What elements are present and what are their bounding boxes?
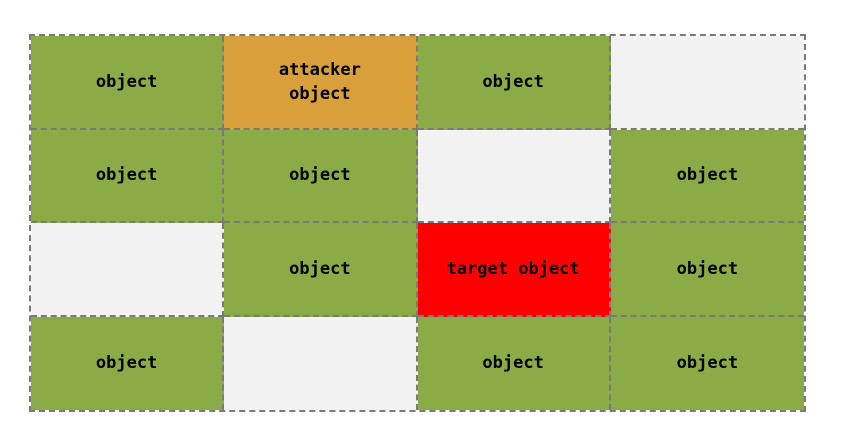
empty-cell xyxy=(224,316,418,410)
object-cell: object xyxy=(31,129,225,223)
object-cell: object xyxy=(417,316,611,410)
empty-cell xyxy=(417,129,611,223)
object-cell: object xyxy=(31,316,225,410)
object-cell: object xyxy=(610,223,804,317)
empty-cell xyxy=(31,223,225,317)
object-cell: object xyxy=(224,129,418,223)
attacker-object-cell: attacker object xyxy=(224,36,418,130)
object-cell: object xyxy=(224,223,418,317)
object-cell: object xyxy=(610,316,804,410)
target-object-cell: target object xyxy=(417,223,611,317)
object-cell: object xyxy=(417,36,611,130)
object-cell: object xyxy=(31,36,225,130)
object-cell: object xyxy=(610,129,804,223)
empty-cell xyxy=(610,36,804,130)
